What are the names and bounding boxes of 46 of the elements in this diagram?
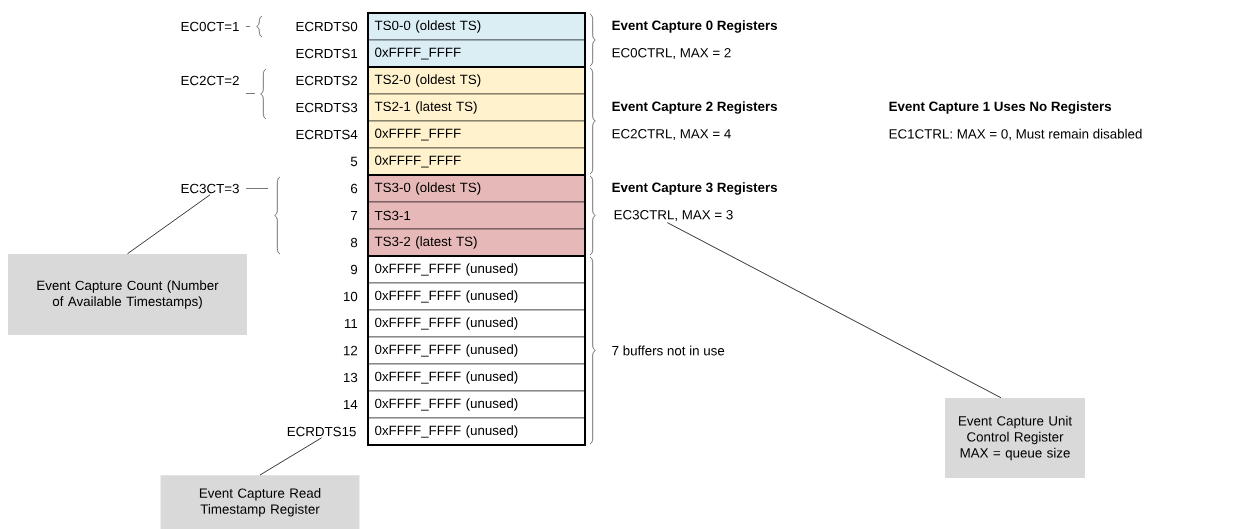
register-name: 10 [343,291,358,302]
register-label: EC3CTRL, MAX = 3 [614,210,733,221]
register-name: ECRDTS3 [296,102,358,113]
register-name: ECRDTS1 [296,48,358,59]
callout-box: Event Capture Count (Number of Available Timestamps) [8,253,247,336]
register-name: 5 [350,156,358,167]
group-heading: Event Capture 0 Registers [612,20,778,33]
note-text: 7 buffers not in use [612,345,725,356]
register-cell: 0xFFFF_FFFF (unused) [367,336,586,365]
count-label: EC2CT=2 [181,75,239,86]
register-name: ECRDTS15 [287,426,356,437]
register-name: ECRDTS2 [296,75,358,86]
register-name: 11 [344,318,358,329]
register-cell: 0xFFFF_FFFF [367,147,586,176]
register-label: EC1CTRL: MAX = 0, Must remain disabled [889,128,1142,141]
register-cell: 0xFFFF_FFFF [367,120,586,149]
register-name: 6 [351,183,358,194]
register-name: 14 [343,399,358,410]
leader-line [259,437,322,476]
register-name: 12 [343,345,358,356]
register-cell: TS3-2 (latest TS) [367,228,586,257]
callout-box: Event Capture Read Timestamp Register [160,475,360,529]
register-name: 9 [350,264,358,275]
leader-line [666,222,1002,399]
group-heading: Event Capture 3 Registers [612,182,778,195]
register-cell: 0xFFFF_FFFF (unused) [367,309,586,338]
register-name: 13 [343,372,358,383]
register-cell: 0xFFFF_FFFF (unused) [367,282,586,311]
register-name: 8 [350,237,358,248]
count-label: EC0CT=1 [181,21,239,32]
count-label: EC3CT=3 [181,183,239,194]
register-cell: 0xFFFF_FFFF (unused) [367,417,586,446]
register-cell: 0xFFFF_FFFF (unused) [367,390,586,419]
register-name: 7 [351,210,358,221]
group-heading: Event Capture 2 Registers [612,101,778,114]
leader-line [127,194,211,255]
register-label: EC2CTRL, MAX = 4 [612,129,731,140]
register-name: ECRDTS0 [296,21,358,32]
group-heading: Event Capture 1 Uses No Registers [889,101,1112,114]
register-cell: 0xFFFF_FFFF (unused) [367,363,586,392]
register-label: EC0CTRL, MAX = 2 [612,48,731,59]
register-name: ECRDTS4 [296,129,358,140]
register-cell: 0xFFFF_FFFF [367,39,586,68]
register-cell: TS2-1 (latest TS) [367,93,586,122]
callout-box: Event Capture Unit Control Register MAX = queue size [945,398,1085,478]
register-cell: TS3-1 [367,201,586,230]
